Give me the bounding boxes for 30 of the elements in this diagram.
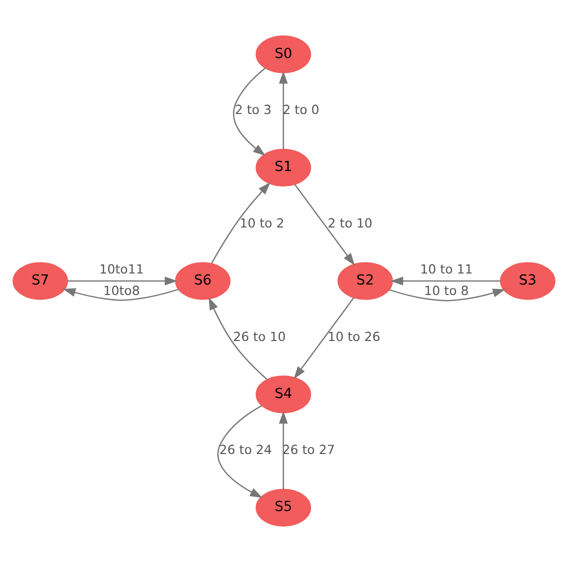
node-ellipse: S6 <box>175 262 230 300</box>
edge-label: 10 to 8 <box>424 282 469 298</box>
edge-label: 10to11 <box>99 261 144 276</box>
arrow <box>211 182 270 264</box>
node-ellipse: S5 <box>256 488 312 527</box>
arrow <box>389 288 506 302</box>
edge-label: 10 to 2 <box>240 215 284 230</box>
arrow <box>62 288 178 301</box>
arrow <box>278 411 288 490</box>
edge-label: 10 to 26 <box>328 328 380 344</box>
node-ellipse: S4 <box>256 375 312 414</box>
edge-label: 2 to 3 <box>234 102 272 118</box>
arrow <box>68 276 178 286</box>
arrow <box>217 405 263 498</box>
edge-label: 10 to 11 <box>420 261 473 276</box>
node-ellipse: S0 <box>256 35 312 74</box>
arrow <box>208 297 268 380</box>
arrow <box>278 70 288 150</box>
node-ellipse: S3 <box>500 262 556 300</box>
node-ellipse: S7 <box>12 262 68 300</box>
arrow <box>233 68 266 156</box>
node-ellipse: S2 <box>338 262 393 300</box>
arrow <box>390 276 500 286</box>
edge-label: 26 to 10 <box>233 328 286 344</box>
node-ellipse: S1 <box>256 148 312 187</box>
arrow <box>294 297 354 379</box>
edge-label: 2 to 10 <box>328 215 372 230</box>
edge-label: 26 to 24 <box>219 442 272 458</box>
edge-label: 10to8 <box>103 282 140 298</box>
arrow <box>294 184 355 266</box>
